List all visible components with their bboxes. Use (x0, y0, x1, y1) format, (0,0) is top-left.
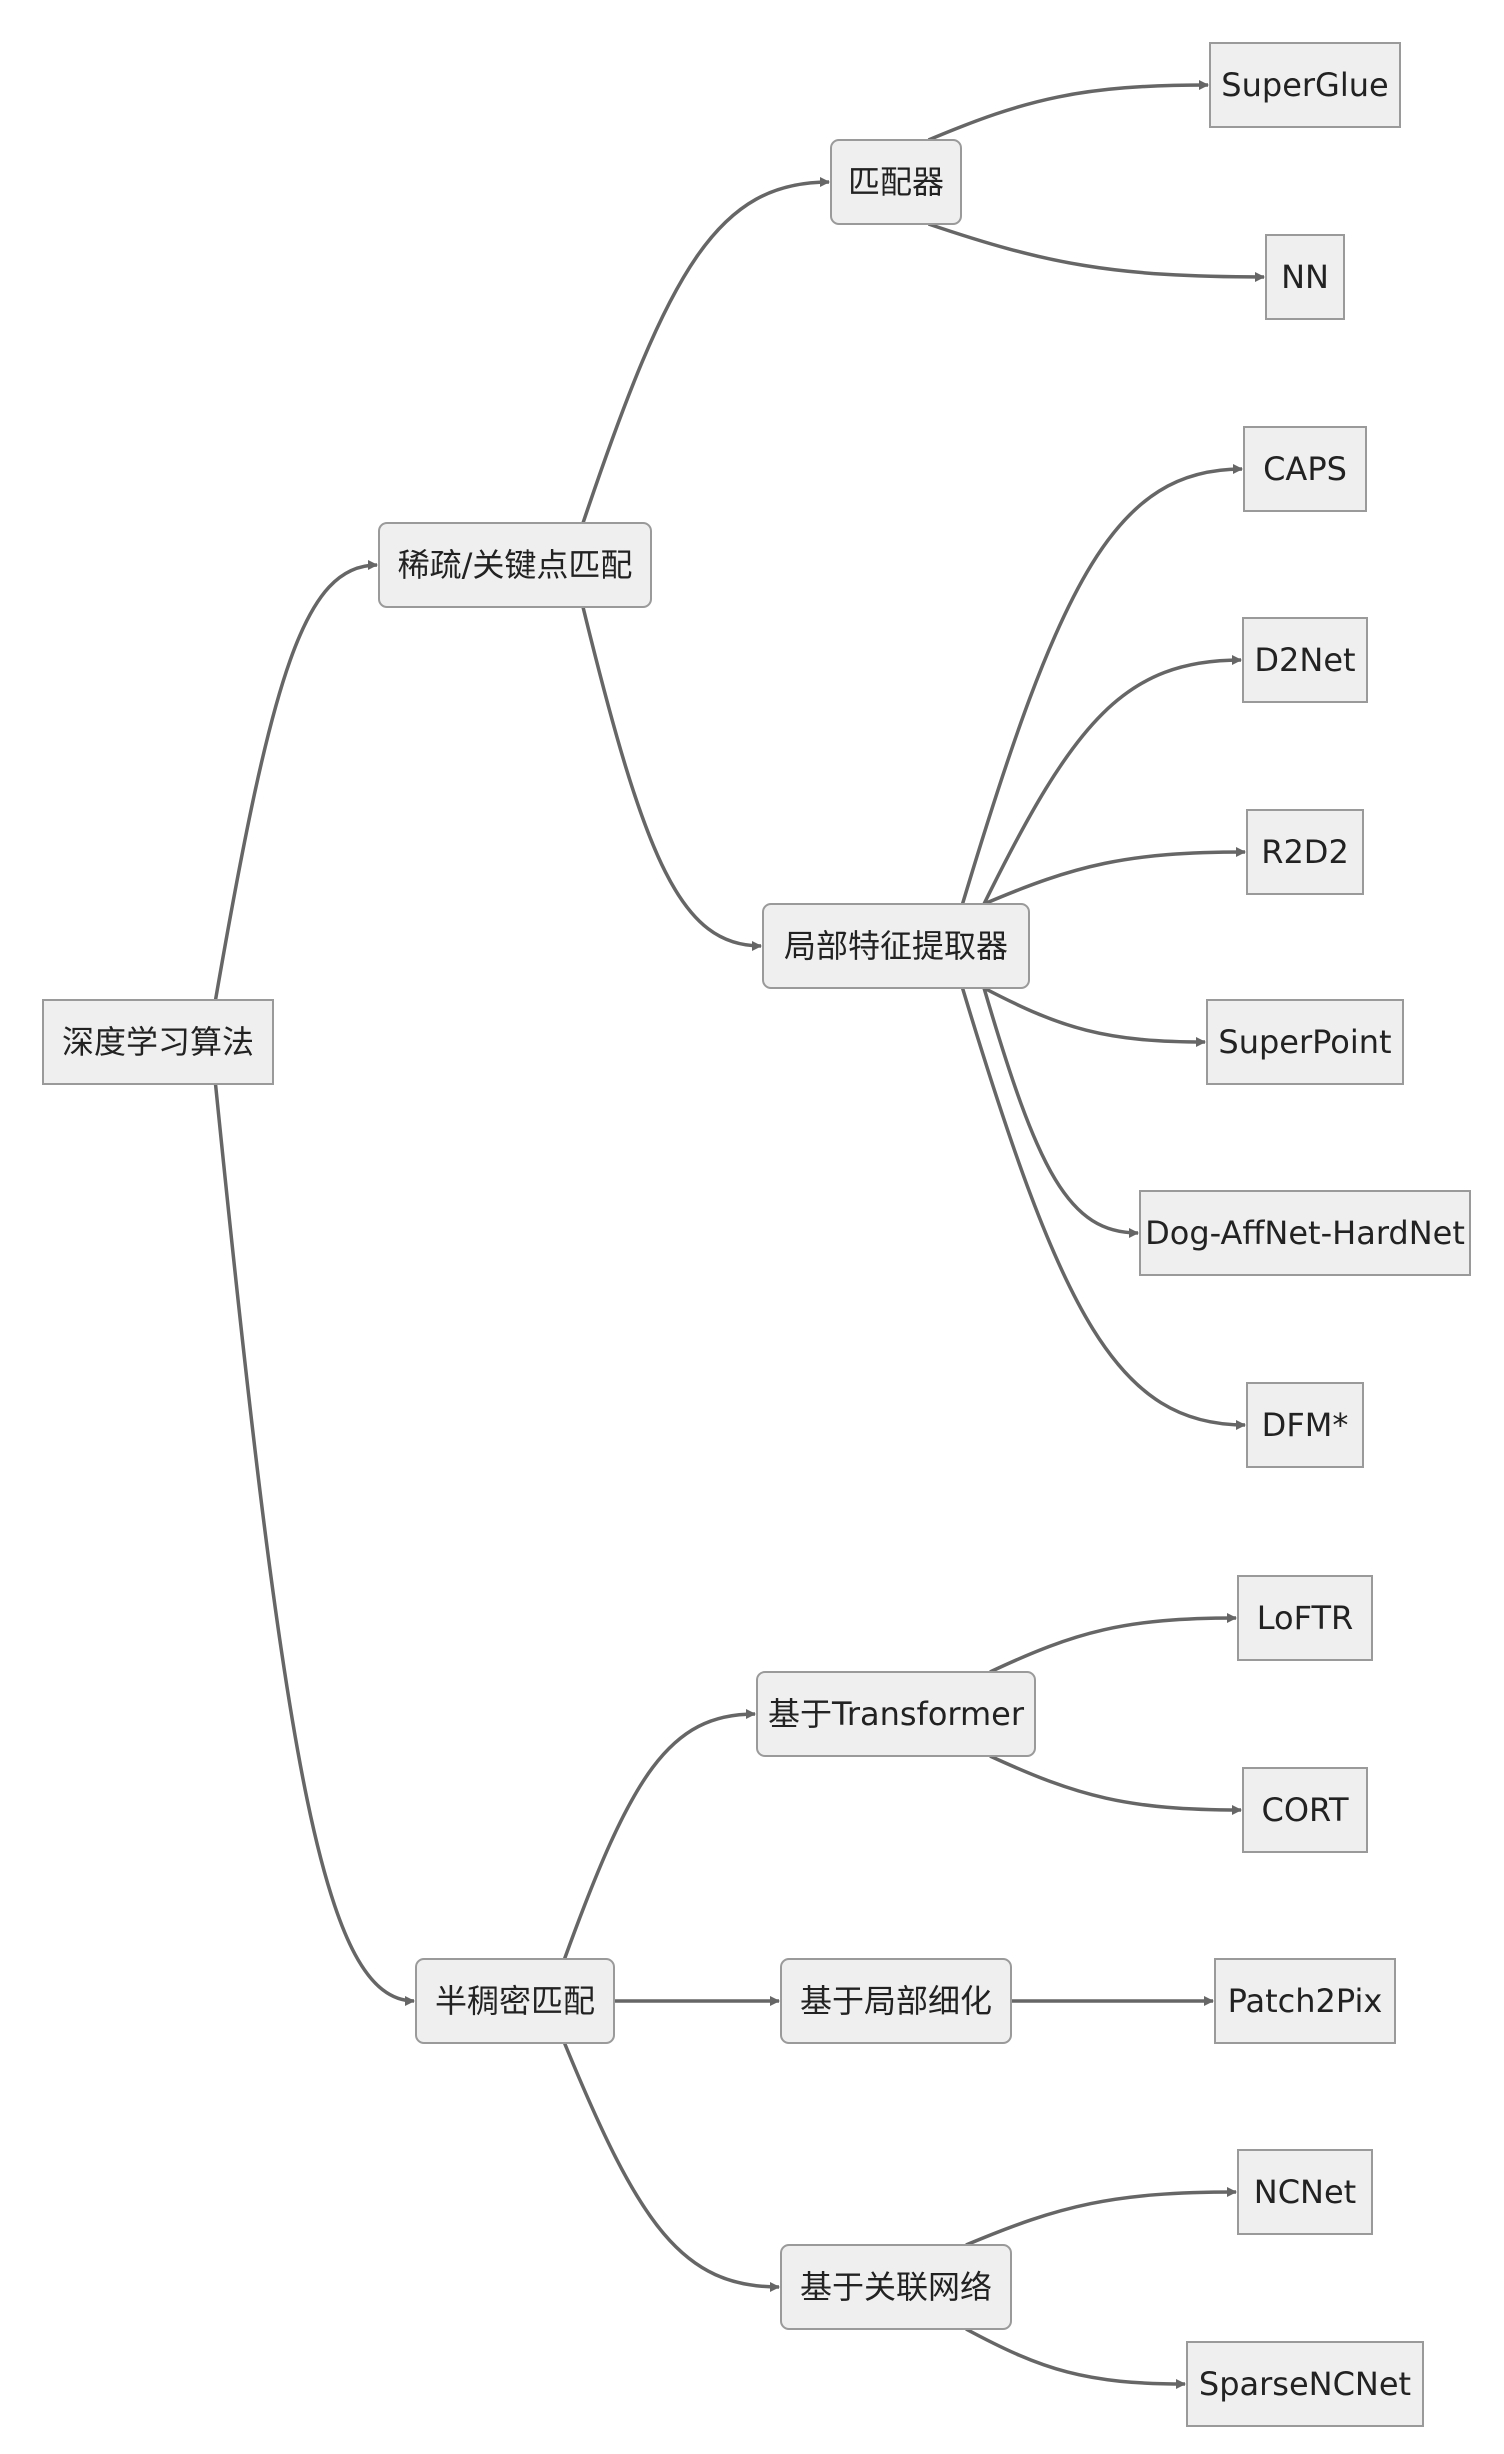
node-box (1243, 426, 1367, 512)
node-label: 局部特征提取器 (784, 927, 1008, 965)
node-dfm: DFM* (1246, 1382, 1364, 1468)
edge-local_feat-to-r2d2 (983, 847, 1246, 906)
node-box (780, 2244, 1012, 2330)
edge-local_feat-to-dfm (960, 987, 1246, 1430)
edge-local_feat-to-caps (960, 464, 1243, 905)
node-label: NN (1281, 258, 1329, 296)
node-label: R2D2 (1261, 833, 1349, 871)
node-local-feat: 局部特征提取器 (762, 903, 1030, 989)
node-box (1237, 1575, 1373, 1661)
node-matcher: 匹配器 (830, 139, 962, 225)
edge-transformer-to-cort (989, 1754, 1242, 1815)
node-sparse: 稀疏/关键点匹配 (378, 522, 652, 608)
edge-local_feat-to-dog_affnet (982, 987, 1139, 1238)
node-box (780, 1958, 1012, 2044)
node-box (830, 139, 962, 225)
node-caps: CAPS (1243, 426, 1367, 512)
edge-local_feat-to-superpoint (983, 986, 1206, 1047)
node-box (1246, 809, 1364, 895)
node-local-refine: 基于局部细化 (780, 1958, 1012, 2044)
node-loftr: LoFTR (1237, 1575, 1373, 1661)
node-label: 匹配器 (848, 163, 944, 201)
node-box (1242, 1767, 1368, 1853)
node-box (762, 903, 1030, 989)
edge-corr_net-to-sparsencnet (965, 2327, 1186, 2389)
node-box (1209, 42, 1401, 128)
edge-deep_learning-to-semi_dense (213, 1083, 415, 2006)
edge-semi_dense-to-transformer (562, 1709, 756, 1960)
node-box (1206, 999, 1404, 1085)
edge-deep_learning-to-sparse (213, 560, 378, 1001)
node-box (1237, 2149, 1373, 2235)
edge-sparse-to-matcher (581, 177, 830, 524)
node-label: SuperGlue (1221, 66, 1388, 104)
node-label: Dog-AffNet-HardNet (1145, 1214, 1465, 1252)
edge-matcher-to-superglue (927, 80, 1209, 142)
node-box (42, 999, 274, 1085)
node-label: LoFTR (1257, 1599, 1353, 1637)
node-r2d2: R2D2 (1246, 809, 1364, 895)
node-label: SuperPoint (1218, 1023, 1391, 1061)
node-label: 半稠密匹配 (435, 1982, 595, 2020)
node-label: DFM* (1262, 1406, 1349, 1444)
node-label: 稀疏/关键点匹配 (398, 546, 633, 584)
node-label: 基于关联网络 (800, 2268, 992, 2306)
node-box (1246, 1382, 1364, 1468)
node-label: 深度学习算法 (62, 1023, 254, 1061)
node-deep-learning: 深度学习算法 (42, 999, 274, 1085)
node-cort: CORT (1242, 1767, 1368, 1853)
node-transformer: 基于Transformer (756, 1671, 1036, 1757)
node-sparsencnet: SparseNCNet (1186, 2341, 1424, 2427)
node-patch2pix: Patch2Pix (1214, 1958, 1396, 2044)
edge-matcher-to-nn (927, 222, 1265, 282)
node-label: Patch2Pix (1228, 1982, 1383, 2020)
node-box (1214, 1958, 1396, 2044)
edge-sparse-to-local_feat (581, 606, 762, 951)
node-box (756, 1671, 1036, 1757)
edge-corr_net-to-ncnet (965, 2187, 1237, 2247)
node-semi-dense: 半稠密匹配 (415, 1958, 615, 2044)
edge-local_feat-to-d2net (982, 655, 1242, 905)
node-label: D2Net (1254, 641, 1355, 679)
edges-layer (213, 80, 1265, 2389)
node-d2net: D2Net (1242, 617, 1368, 703)
node-label: CAPS (1263, 450, 1347, 488)
node-label: CORT (1262, 1791, 1349, 1829)
edge-transformer-to-loftr (989, 1613, 1237, 1674)
node-box (1186, 2341, 1424, 2427)
node-superglue: SuperGlue (1209, 42, 1401, 128)
node-ncnet: NCNet (1237, 2149, 1373, 2235)
node-nn: NN (1265, 234, 1345, 320)
node-dog-affnet: Dog-AffNet-HardNet (1139, 1190, 1471, 1276)
edge-semi_dense-to-corr_net (562, 2042, 780, 2292)
node-box (1139, 1190, 1471, 1276)
node-label: NCNet (1254, 2173, 1356, 2211)
node-box (1242, 617, 1368, 703)
node-box (1265, 234, 1345, 320)
node-label: 基于Transformer (768, 1695, 1025, 1733)
node-label: SparseNCNet (1199, 2365, 1411, 2403)
node-corr-net: 基于关联网络 (780, 2244, 1012, 2330)
node-box (415, 1958, 615, 2044)
node-superpoint: SuperPoint (1206, 999, 1404, 1085)
node-label: 基于局部细化 (800, 1982, 992, 2020)
node-box (378, 522, 652, 608)
